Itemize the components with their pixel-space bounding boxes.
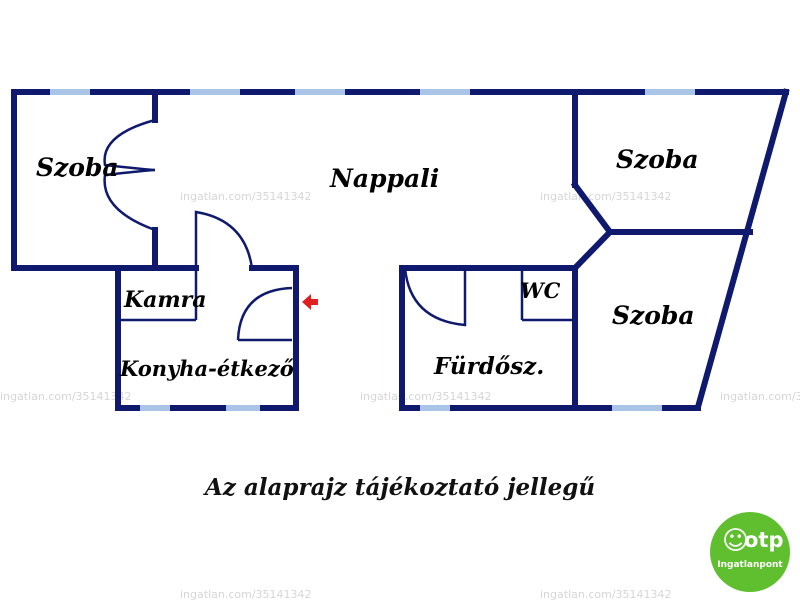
room-label-konyha: Konyha-étkező [119, 356, 294, 381]
room-label-wc: WC [520, 278, 561, 303]
room-label-szoba-top-right: Szoba [616, 145, 699, 174]
wall-room-divider-diag-2 [570, 227, 615, 273]
room-label-nappali: Nappali [329, 164, 439, 193]
room-label-szoba-bottom-right: Szoba [612, 301, 695, 330]
room-label-furdo: Fürdősz. [433, 353, 544, 380]
room-label-szoba-left: Szoba [36, 153, 119, 182]
watermark-4: ingatlan.com/35141342 [360, 390, 492, 403]
otp-logo: ☺ otp Ingatlanpont [710, 512, 790, 592]
entrance-arrow-icon [302, 294, 318, 310]
watermark-3: ingatlan.com/35141342 [0, 390, 132, 403]
otp-logo-icon: ☺ [722, 526, 750, 556]
disclaimer-caption: Az alaprajz tájékoztató jellegű [204, 474, 596, 501]
watermark-1: ingatlan.com/35141342 [180, 190, 312, 203]
watermark-6: ingatlan.com/35141342 [180, 588, 312, 600]
door-swing-kitchen [194, 210, 254, 269]
wall-room-divider-diag-1 [570, 180, 615, 237]
watermark-2: ingatlan.com/35141342 [540, 190, 672, 203]
doors [103, 118, 467, 342]
windows [50, 89, 695, 411]
watermarks: ingatlan.com/35141342 ingatlan.com/35141… [0, 190, 800, 600]
watermark-5: ingatlan.com/35141342 [720, 390, 800, 403]
logo-text-bottom: Ingatlanpont [717, 560, 783, 570]
wall-right-slanted [694, 88, 790, 411]
interior-partitions [118, 268, 575, 322]
door-swing-lower [103, 168, 156, 232]
door-swing-bathroom [403, 267, 467, 327]
door-swing-entrance [236, 286, 293, 342]
room-label-kamra: Kamra [123, 287, 207, 313]
watermark-7: ingatlan.com/35141342 [540, 588, 672, 600]
logo-text-top: otp [744, 528, 784, 552]
